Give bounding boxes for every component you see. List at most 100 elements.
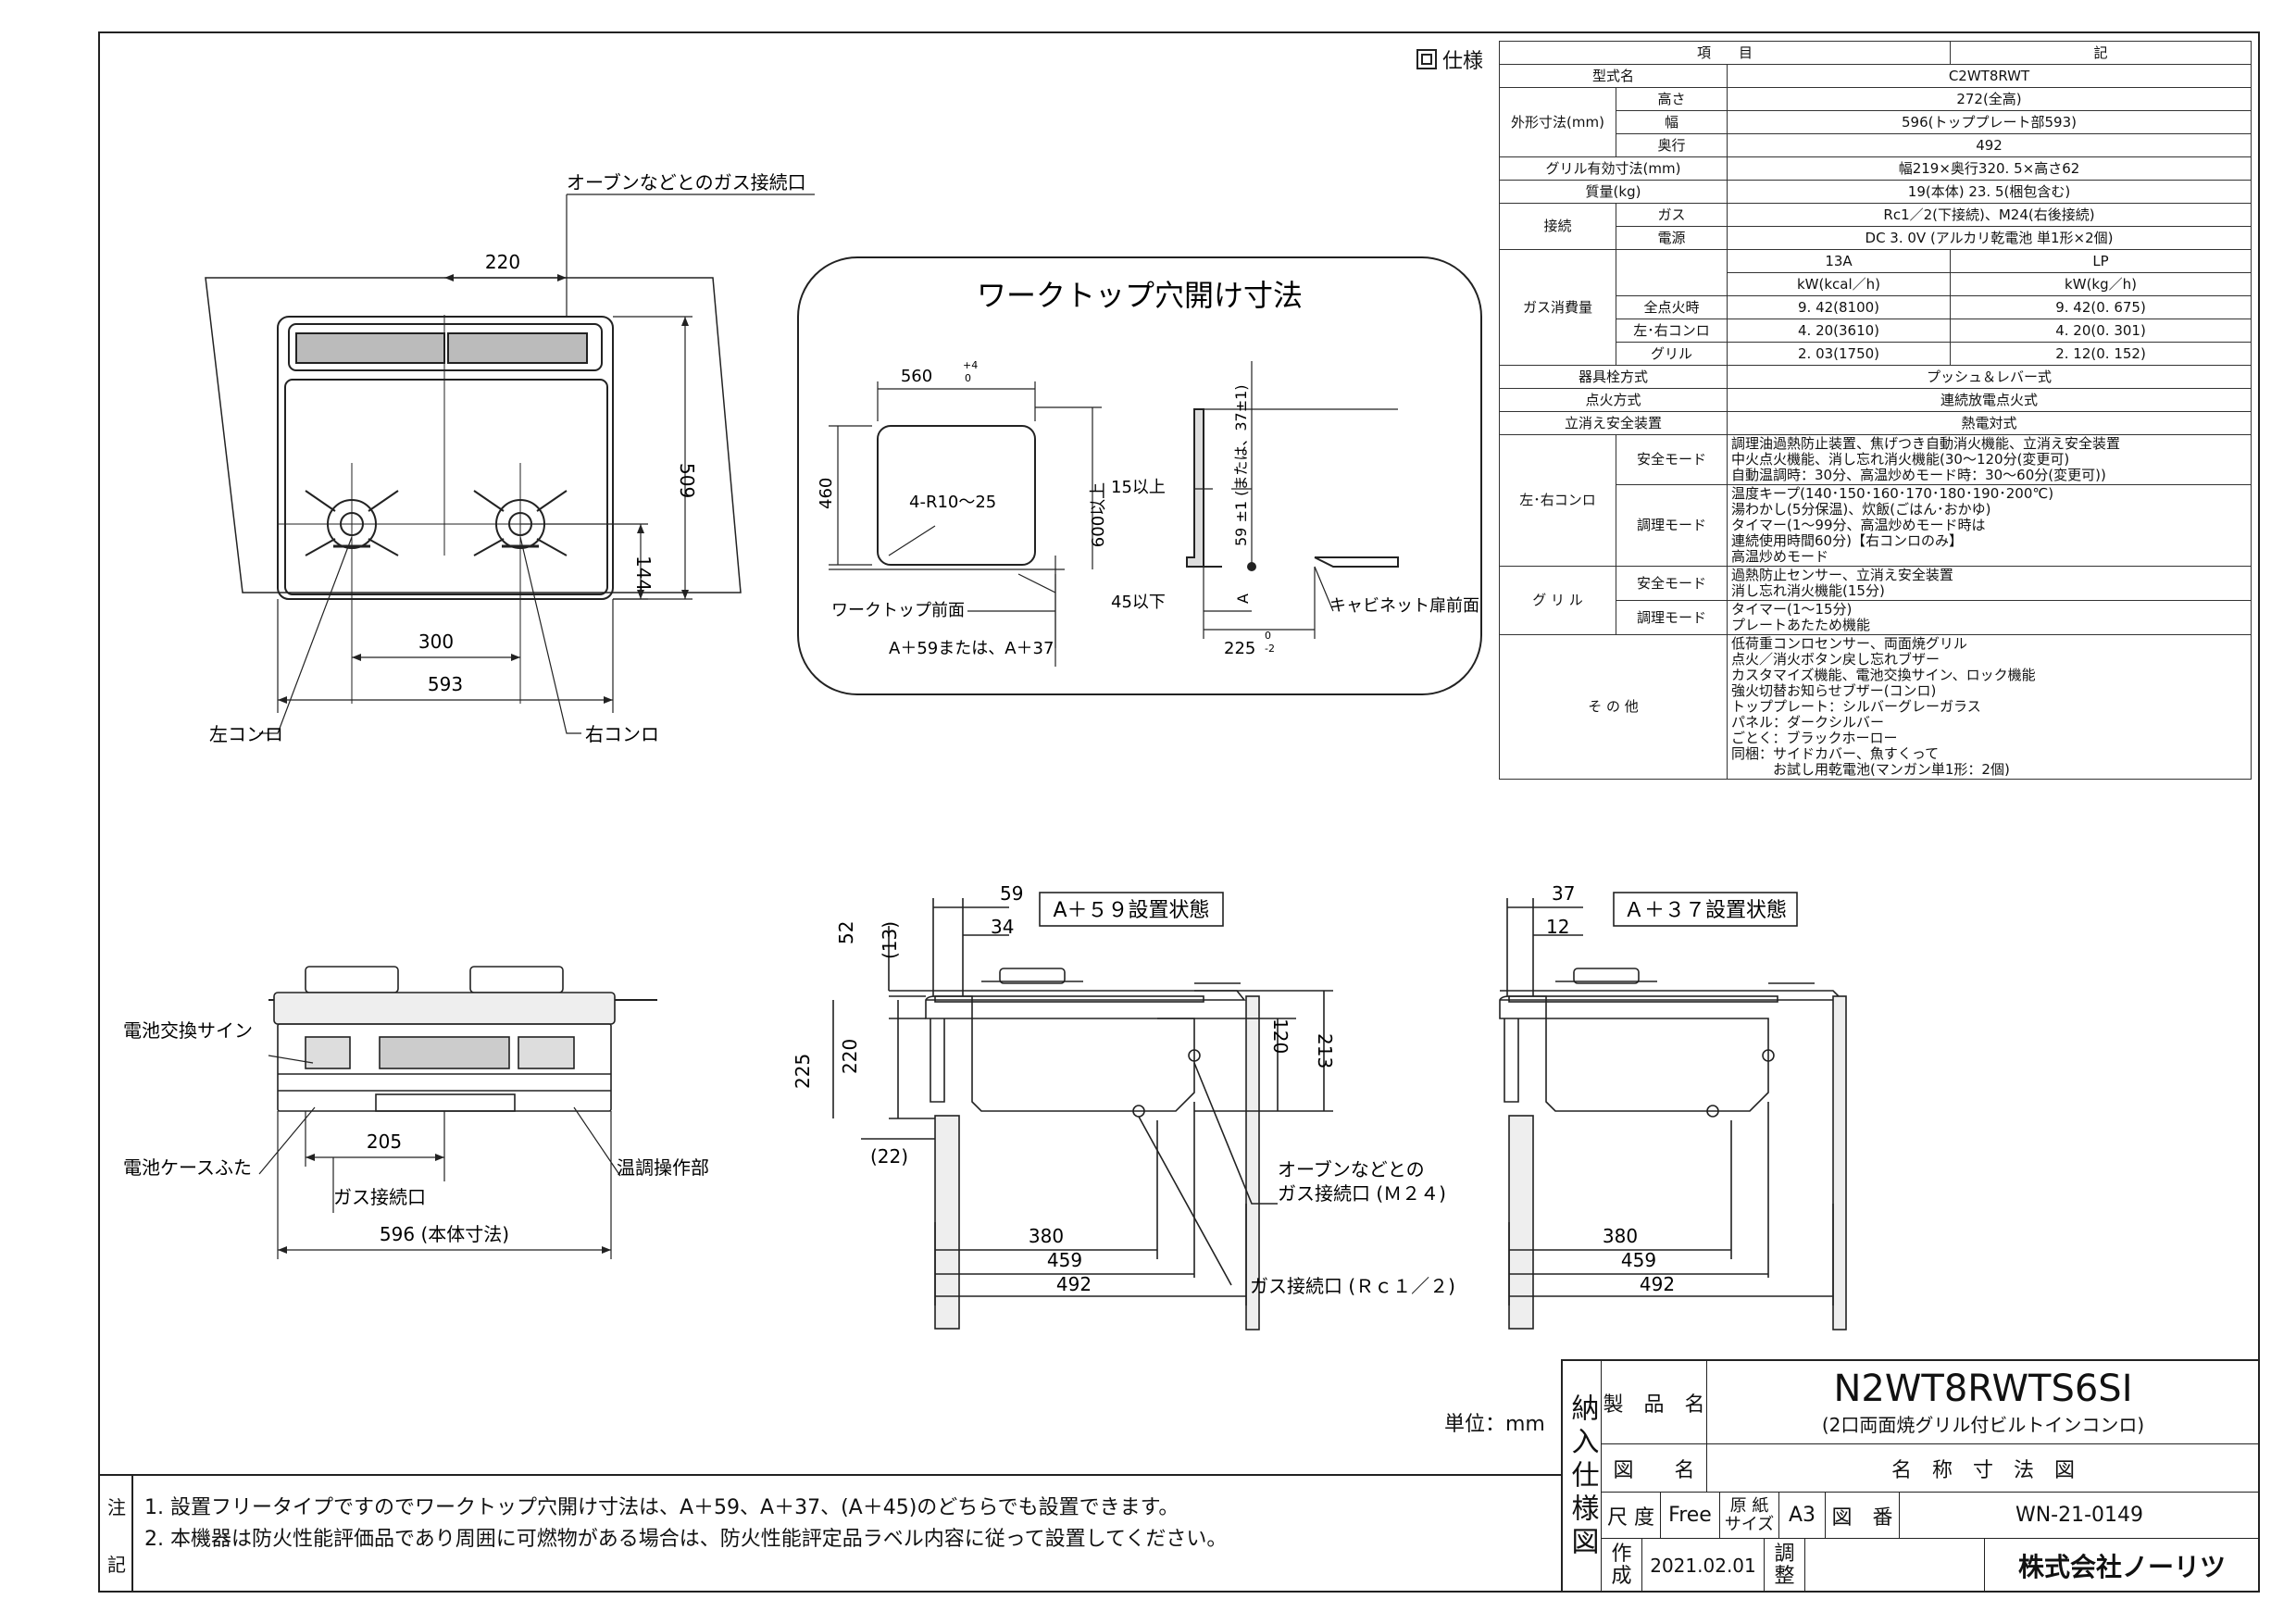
a-label: A＋59または、A＋37	[889, 639, 1054, 658]
spec-list-line: 低荷重コンロセンサー、両面焼グリル	[1731, 635, 1967, 652]
dim213: 213	[1314, 1033, 1336, 1068]
spec-list-line: タイマー(1～99分、高温炒めモード時は	[1731, 517, 1986, 533]
dim120: 120	[1269, 1018, 1292, 1054]
dim59-s: 59	[1000, 882, 1023, 905]
spec-list-line: 自動温調時：30分、高温炒めモード時：30～60分(変更可))	[1731, 467, 2106, 483]
spec-list-line: 同梱：サイドカバー、魚すくって	[1731, 745, 1940, 762]
dim225-s: 225	[792, 1054, 814, 1089]
dim-509: 509	[676, 463, 698, 498]
spec-header-note: 記	[1950, 41, 2252, 65]
dim37: 37	[1552, 882, 1575, 905]
dim-205: 205	[367, 1131, 402, 1153]
dim52: 52	[835, 921, 857, 944]
cabinet-label: キャビネット扉前面	[1329, 596, 1479, 616]
left-burner-label: 左コンロ	[209, 723, 283, 745]
gas-connection-label: ガス接続口	[333, 1186, 426, 1208]
gas-rc-label: ガス接続口 (Ｒｃ１／２)	[1250, 1275, 1455, 1297]
dim492-59: 492	[1056, 1273, 1092, 1295]
product-subtitle: (2口両面焼グリル付ビルトインコンロ)	[1821, 1414, 2145, 1436]
dim13: (13)	[879, 921, 901, 959]
dim459-59: 459	[1047, 1249, 1082, 1271]
dim-593: 593	[428, 673, 463, 695]
spec-list-line: 強火切替お知らせブザー(コンロ)	[1731, 682, 1937, 699]
spec-list-line: 中火点火機能、消し忘れ消火機能(30～120分(変更可)	[1731, 451, 2070, 468]
spec-list-line: 点火／消火ボタン戻し忘れブザー	[1731, 651, 1940, 668]
top-view-drawing: 220 509 144 300 593 オーブンなどとのガス接続口 左コンロ 右…	[123, 171, 1482, 1330]
temp-panel-label: 温調操作部	[617, 1156, 709, 1179]
drawing-frame	[98, 31, 2260, 1593]
dim34: 34	[991, 916, 1014, 938]
spec-list-line: 湯わかし(5分保温)、炊飯(ごはん･おかゆ)	[1731, 501, 1991, 518]
lr-cook-list: 温度キープ(140･150･160･170･180･190･200℃)湯わかし(…	[1726, 484, 2252, 567]
dim-596: 596 (本体寸法)	[380, 1223, 509, 1245]
a-mark: A	[1234, 593, 1252, 604]
oven-conn-line2: ガス接続口 (Ｍ２４)	[1278, 1182, 1446, 1205]
title-block-vertical: 納入仕様図	[1563, 1361, 1602, 1593]
spec-list-line: 温度キープ(140･150･160･170･180･190･200℃)	[1731, 485, 2054, 502]
spec-list-line: 連続使用時間60分)【右コンロのみ】	[1731, 532, 1963, 549]
grill-safe-list: 過熱防止センサー、立消え安全装置消し忘れ消火機能(15分)	[1726, 566, 2252, 601]
notes-label: 注 記	[98, 1476, 133, 1593]
note-2: 2. 本機器は防火性能評価品であり周囲に可燃物がある場合は、防火性能評定品ラベル…	[144, 1528, 1228, 1551]
grill-cook-list: タイマー(1～15分)プレートあたため機能	[1726, 600, 2252, 635]
dim220-s: 220	[839, 1039, 861, 1074]
a59-label-box	[1039, 892, 1224, 927]
gas-oven-connection-label: オーブンなどとのガス接続口	[567, 171, 806, 194]
spec-list-line: カスタマイズ機能、電池交換サイン、ロック機能	[1731, 667, 2036, 683]
worktop-title: ワークトップ穴開け寸法	[977, 278, 1303, 313]
over15-label: 15以上	[1111, 478, 1166, 497]
dim-560: 560	[901, 367, 932, 386]
dim380-37: 380	[1603, 1225, 1638, 1247]
paper-value: A3	[1779, 1493, 1826, 1539]
right-burner-label: 右コンロ	[585, 723, 659, 745]
title-block: 納入仕様図 製 品 名 N2WT8RWTS6SI (2口両面焼グリル付ビルトイン…	[1561, 1359, 2260, 1593]
a37-label: Ａ＋３７設置状態	[1624, 899, 1787, 922]
company-logo: 株式会社ノーリツ	[1985, 1539, 2260, 1593]
created-date: 2021.02.01	[1642, 1539, 1765, 1593]
other-list: 低荷重コンロセンサー、両面焼グリル点火／消火ボタン戻し忘れブザーカスタマイズ機能…	[1726, 634, 2252, 780]
tol-minus2: -2	[1265, 643, 1275, 655]
tol-zero-2: 0	[1265, 630, 1271, 642]
drawing-number: WN-21-0149	[1900, 1493, 2260, 1539]
spec-list-line: 過熱防止センサー、立消え安全装置	[1731, 567, 1953, 583]
dim492-37: 492	[1640, 1273, 1675, 1295]
v59-label: 59 ±1 (または、37±1)	[1232, 384, 1250, 546]
tol-zero: 0	[965, 372, 971, 384]
lr-safe-list: 調理油過熱防止装置、焦げつき自動消火機能、立消え安全装置中火点火機能、消し忘れ消…	[1726, 434, 2252, 485]
dim459-37: 459	[1621, 1249, 1656, 1271]
over600-label: 600以上	[1089, 482, 1108, 547]
spec-model: C2WT8RWT	[1726, 64, 2252, 88]
spec-title: 仕様	[1416, 44, 1483, 74]
note-1: 1. 設置フリータイプですのでワークトップ穴開け寸法は、A＋59、A＋37、(A…	[144, 1496, 1179, 1519]
radius-label: 4-R10～25	[909, 493, 996, 512]
battery-sign-label: 電池交換サイン	[123, 1019, 253, 1042]
dim380-59: 380	[1029, 1225, 1064, 1247]
spec-list-line: ごとく：ブラックホーロー	[1731, 730, 1898, 746]
drawing-name: 名 称 寸 法 図	[1707, 1444, 2260, 1493]
spec-header-item: 項 目	[1498, 41, 1952, 65]
battery-cover-label: 電池ケースふた	[123, 1156, 252, 1179]
spec-list-line: お試し用乾電池(マンガン単1形：2個)	[1731, 761, 2010, 778]
dim-300: 300	[418, 631, 454, 653]
product-name: N2WT8RWTS6SI	[1833, 1368, 2133, 1410]
dim-460: 460	[817, 478, 836, 509]
notes-section: 注 記 1. 設置フリータイプですのでワークトップ穴開け寸法は、A＋59、A＋3…	[98, 1474, 1561, 1593]
spec-list-line: 高温炒めモード	[1731, 548, 1829, 565]
worktop-front-label: ワークトップ前面	[831, 601, 965, 620]
spec-list-line: プレートあたため機能	[1731, 617, 1871, 633]
dim-225: 225	[1224, 639, 1255, 658]
oven-conn-line1: オーブンなどとの	[1278, 1158, 1425, 1181]
a37-label-box	[1613, 892, 1798, 927]
dim12: 12	[1546, 916, 1569, 938]
spec-list-line: 調理油過熱防止装置、焦げつき自動消火機能、立消え安全装置	[1731, 435, 2121, 452]
dim-220: 220	[485, 251, 520, 273]
spec-list-line: トッププレート：シルバーグレーガラス	[1731, 698, 1981, 715]
scale-value: Free	[1661, 1493, 1720, 1539]
spec-title-icon	[1416, 49, 1437, 69]
spec-list-line: 消し忘れ消火機能(15分)	[1731, 582, 1885, 599]
under45-label: 45以下	[1111, 593, 1166, 612]
unit-label: 単位：mm	[1444, 1413, 1545, 1436]
spec-list-line: パネル：ダークシルバー	[1731, 714, 1885, 731]
